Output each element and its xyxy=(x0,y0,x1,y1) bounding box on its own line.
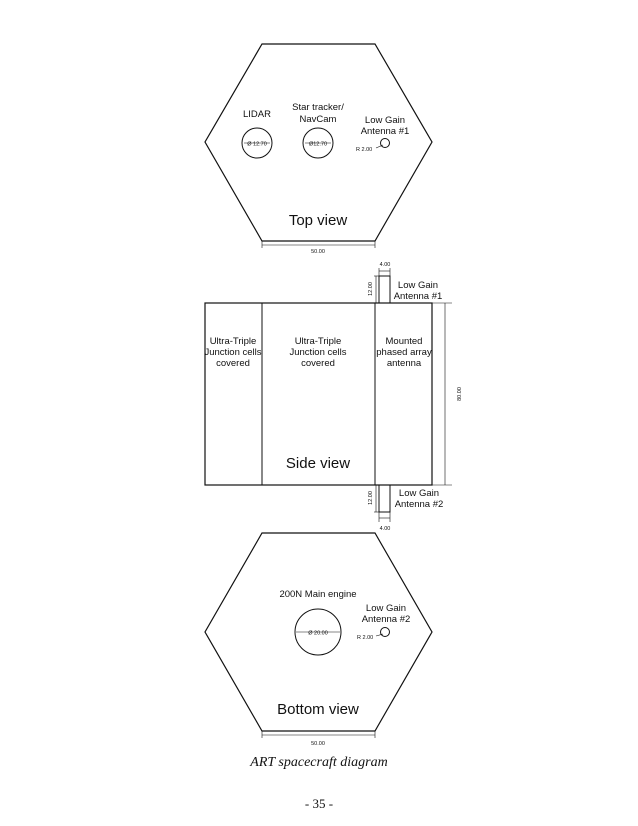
top-view-width-dimension xyxy=(261,241,376,248)
star-tracker-circle xyxy=(302,127,334,159)
side-view xyxy=(204,268,452,522)
bottom-antenna-label-line-1: Low Gain xyxy=(366,603,406,614)
side-height-dimension: 80.00 xyxy=(457,387,463,401)
side-antenna-1-height: 12.00 xyxy=(368,282,374,296)
top-antenna-label-line-1: Low Gain xyxy=(365,115,405,126)
top-view-width-label: 50.00 xyxy=(311,249,325,255)
top-antenna-dimension: R 2.00 xyxy=(356,147,372,153)
lidar-dimension: Ø 12.70 xyxy=(247,142,267,148)
bottom-antenna-label-line-2: Antenna #2 xyxy=(362,614,411,625)
side-antenna-2-label-line-1: Low Gain xyxy=(399,488,439,499)
low-gain-antenna-2-body xyxy=(378,484,391,513)
side-antenna-1-label-line-2: Antenna #1 xyxy=(394,291,443,302)
bottom-view-width-dimension xyxy=(261,731,376,738)
side-antenna-2-width: 4.00 xyxy=(380,526,391,532)
side-antenna-1-label-line-1: Low Gain xyxy=(398,280,438,291)
bottom-view xyxy=(204,532,433,738)
side-antenna-1-width: 4.00 xyxy=(380,262,391,268)
side-panel-1-line-2: Junction cells xyxy=(204,347,261,358)
star-tracker-label-line-2: NavCam xyxy=(300,114,337,125)
figure-caption: ART spacecraft diagram xyxy=(250,755,388,770)
side-panel-2-line-3: covered xyxy=(301,358,335,369)
side-view-title: Side view xyxy=(286,455,350,472)
lidar-label: LIDAR xyxy=(243,109,271,120)
side-panel-3-line-2: phased array xyxy=(376,347,432,358)
top-view-title: Top view xyxy=(289,212,348,229)
low-gain-antenna-1-body xyxy=(378,275,391,304)
lidar-circle xyxy=(241,127,273,159)
bottom-antenna-dimension: R 2.00 xyxy=(357,635,373,641)
side-panel-2-line-1: Ultra-Triple xyxy=(295,336,342,347)
star-tracker-label-line-1: Star tracker/ xyxy=(292,102,344,113)
bottom-view-width-label: 50.00 xyxy=(311,741,325,747)
side-panel-2-line-2: Junction cells xyxy=(289,347,346,358)
bottom-view-title: Bottom view xyxy=(277,701,359,718)
top-antenna-label-line-2: Antenna #1 xyxy=(361,126,410,137)
top-view xyxy=(204,43,433,248)
page-number: - 35 - xyxy=(304,796,334,811)
main-engine-circle xyxy=(294,608,342,656)
main-engine-dimension: Ø 20.00 xyxy=(308,631,328,637)
side-panel-3-line-1: Mounted xyxy=(386,336,423,347)
main-engine-label: 200N Main engine xyxy=(279,589,356,600)
side-panel-1-line-3: covered xyxy=(216,358,250,369)
side-panel-1-line-1: Ultra-Triple xyxy=(210,336,257,347)
side-antenna-2-height: 12.00 xyxy=(368,491,374,505)
low-gain-antenna-1-circle xyxy=(380,138,390,148)
low-gain-antenna-2-circle xyxy=(380,627,390,637)
side-panel-3-line-3: antenna xyxy=(387,358,422,369)
star-tracker-dimension: Ø12.70 xyxy=(309,142,327,148)
side-antenna-2-label-line-2: Antenna #2 xyxy=(395,499,444,510)
side-view-body xyxy=(204,302,433,486)
